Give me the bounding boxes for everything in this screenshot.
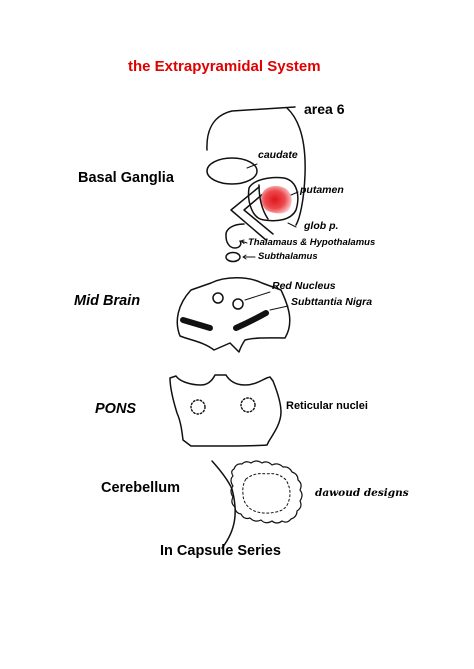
- label-subthalamus: Subthalamus: [258, 251, 318, 262]
- red-nucleus-left: [212, 292, 224, 304]
- caudate-nucleus: [206, 157, 258, 185]
- label-glob-p: glob p.: [304, 220, 339, 232]
- label-thalamus: Thalamaus & Hypothalamus: [248, 237, 376, 248]
- substantia-nigra-right: [233, 310, 269, 331]
- thalamus-arrow: [240, 239, 248, 244]
- glob-pointer: [287, 222, 297, 228]
- red-nucleus-right: [232, 298, 244, 310]
- page-title: the Extrapyramidal System: [128, 58, 321, 75]
- reticular-nucleus-left: [190, 399, 206, 415]
- label-cerebellum: Cerebellum: [101, 480, 180, 496]
- cerebellum-hemisphere: [230, 460, 303, 524]
- reticular-nucleus-right: [240, 397, 256, 413]
- label-basal-ganglia: Basal Ganglia: [78, 170, 174, 186]
- designer-signature: dawoud designs: [315, 487, 409, 499]
- putamen: [261, 186, 292, 214]
- caudate-pointer: [246, 163, 258, 169]
- cerebellum-stem: [211, 460, 236, 549]
- cortex-outline: [206, 106, 296, 151]
- thalamus-outline: [225, 223, 245, 249]
- putamen-boundary: [258, 184, 269, 220]
- midbrain-outline: [176, 277, 291, 353]
- putamen-pointer: [290, 191, 299, 196]
- internal-capsule-outer: [230, 186, 267, 241]
- cerebellum-inner-folia: [242, 473, 291, 514]
- lentiform-nucleus: [247, 176, 299, 222]
- pons-outline: [169, 374, 282, 447]
- internal-capsule-inner: [243, 192, 274, 235]
- subthalamus: [225, 251, 241, 263]
- label-pons: PONS: [95, 401, 137, 417]
- substantia-nigra-left: [180, 317, 213, 331]
- label-caudate: caudate: [258, 149, 298, 161]
- label-mid-brain: Mid Brain: [74, 293, 141, 309]
- label-reticular-nuclei: Reticular nuclei: [286, 400, 368, 412]
- label-putamen: putamen: [300, 184, 344, 196]
- label-area-6: area 6: [304, 101, 345, 117]
- cortex-outer-edge: [286, 107, 306, 226]
- label-red-nucleus: Red Nucleus: [272, 280, 336, 292]
- subthalamus-arrow: [242, 254, 256, 260]
- substantia-nigra-pointer: [269, 305, 289, 311]
- footer-series-label: In Capsule Series: [160, 543, 281, 559]
- label-substantia-nigra: Subttantia Nigra: [291, 296, 373, 308]
- red-nucleus-pointer: [244, 291, 271, 301]
